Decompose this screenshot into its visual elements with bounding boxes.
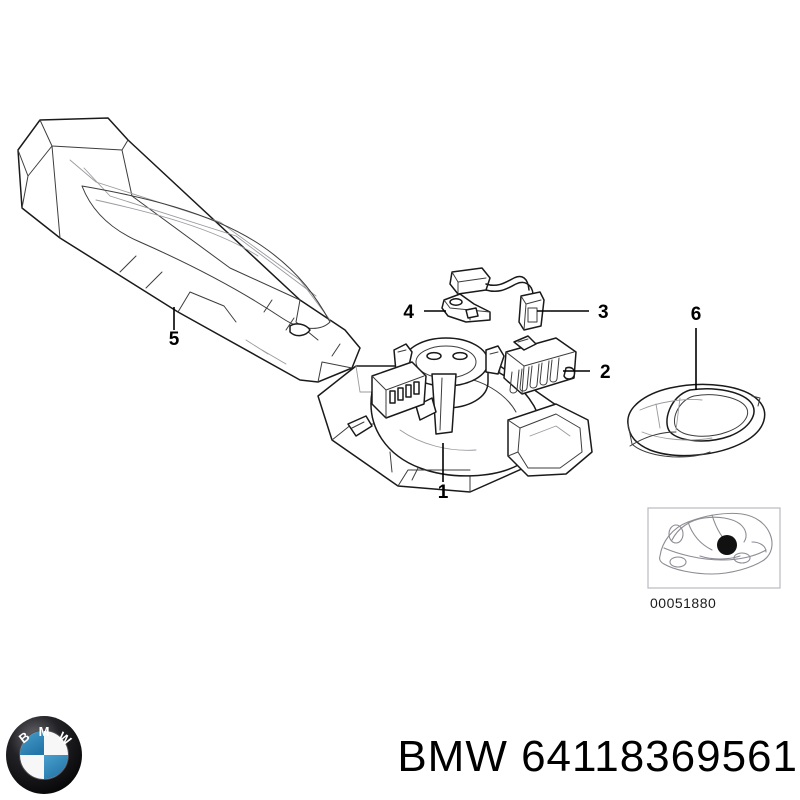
logo-letter-m: M	[39, 724, 50, 739]
callout-label-5: 5	[169, 329, 180, 350]
callout-group: 1 2 3 4 5 6	[169, 302, 702, 503]
part-5-air-duct	[17, 117, 361, 383]
callout-label-1: 1	[438, 482, 449, 503]
callout-label-6: 6	[691, 304, 702, 325]
car-illustration	[659, 512, 773, 575]
part-1-blower-housing	[317, 337, 593, 493]
part-6-vent-nozzle	[627, 383, 766, 458]
bmw-logo: B M W	[6, 716, 82, 794]
inset-diagram-code: 00051880	[650, 595, 716, 611]
part-2-blower-resistor	[503, 335, 577, 395]
part-4-bracket-clip	[441, 293, 491, 323]
footer-part-number: BMW 64118369561	[397, 732, 798, 781]
connector-pins	[389, 381, 420, 404]
callout-label-4: 4	[403, 302, 414, 323]
part-3-sensor-harness	[449, 267, 545, 331]
vehicle-locator-inset: 00051880	[647, 507, 781, 611]
resistor-fins	[509, 357, 560, 394]
locator-dot	[717, 535, 737, 555]
callout-label-2: 2	[600, 362, 611, 383]
callout-label-3: 3	[598, 302, 609, 323]
